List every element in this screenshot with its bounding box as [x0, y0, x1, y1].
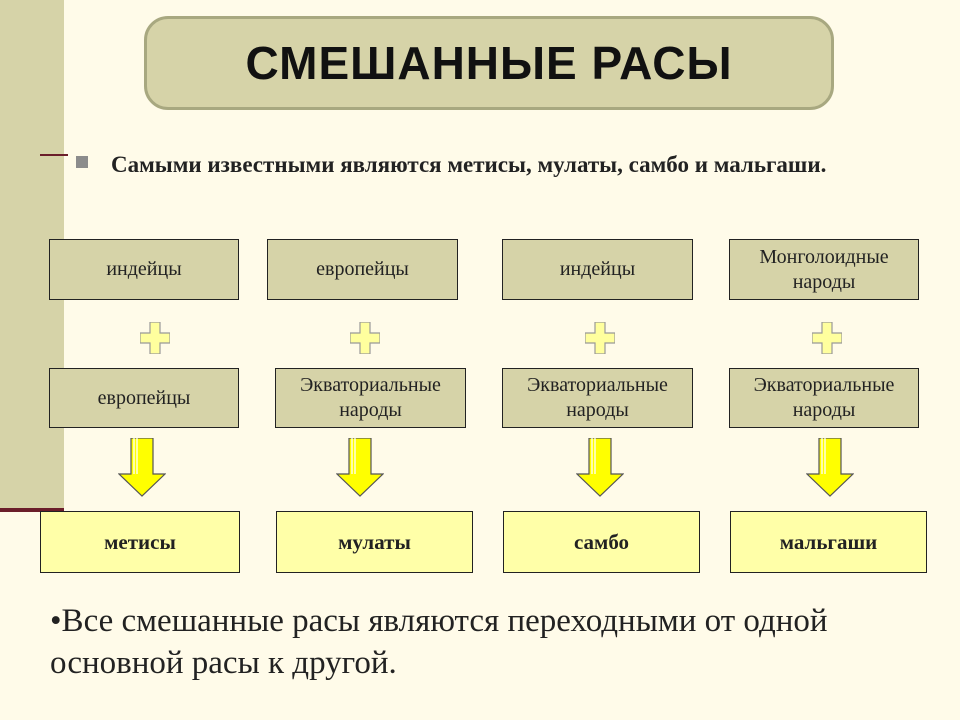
parent-a-label: индейцы: [106, 258, 182, 280]
arrow-down-icon: [576, 438, 624, 497]
parent-b-label: европейцы: [97, 386, 191, 409]
title-banner: СМЕШАННЫЕ РАСЫ: [144, 16, 834, 110]
arrow-down-icon: [336, 438, 384, 497]
parent-b-box-4: Экваториальные народы: [729, 368, 919, 428]
result-label: самбо: [573, 529, 630, 554]
parent-a-label: европейцы: [316, 258, 409, 280]
result-box-1: метисы: [40, 511, 240, 573]
result-label: мальгаши: [779, 529, 878, 554]
left-decor-line: [0, 508, 64, 512]
result-label: мулаты: [338, 529, 411, 554]
parent-b-box-1: европейцы: [49, 368, 239, 428]
left-decor-tick: [40, 154, 68, 156]
conclusion-text: •Все смешанные расы являются переходными…: [50, 603, 828, 681]
arrow-down-icon: [118, 438, 166, 497]
parent-a-box-3: индейцы: [502, 239, 693, 300]
parent-b-box-3: Экваториальные народы: [502, 368, 693, 428]
plus-icon: [585, 322, 615, 354]
parent-b-label: Экваториальные народы: [300, 374, 441, 421]
parent-a-box-4: Монголоидные народы: [729, 239, 919, 300]
result-box-4: мальгаши: [730, 511, 927, 573]
plus-icon: [350, 322, 380, 354]
result-label: метисы: [104, 529, 176, 554]
result-box-3: самбо: [503, 511, 700, 573]
parent-b-label: Экваториальные народы: [753, 374, 895, 421]
plus-icon: [812, 322, 842, 354]
parent-a-label: индейцы: [559, 258, 636, 280]
plus-icon: [140, 322, 170, 354]
page-title: СМЕШАННЫЕ РАСЫ: [245, 37, 733, 89]
parent-a-box-1: индейцы: [49, 239, 239, 300]
result-box-2: мулаты: [276, 511, 473, 573]
parent-a-box-2: европейцы: [267, 239, 458, 300]
parent-b-label: Экваториальные народы: [527, 374, 668, 421]
arrow-down-icon: [806, 438, 854, 497]
bullet-icon: [76, 156, 88, 168]
intro-text: Самыми известными являются метисы, мулат…: [111, 152, 827, 177]
parent-b-box-2: Экваториальные народы: [275, 368, 466, 428]
parent-a-label: Монголоидные народы: [759, 245, 889, 293]
